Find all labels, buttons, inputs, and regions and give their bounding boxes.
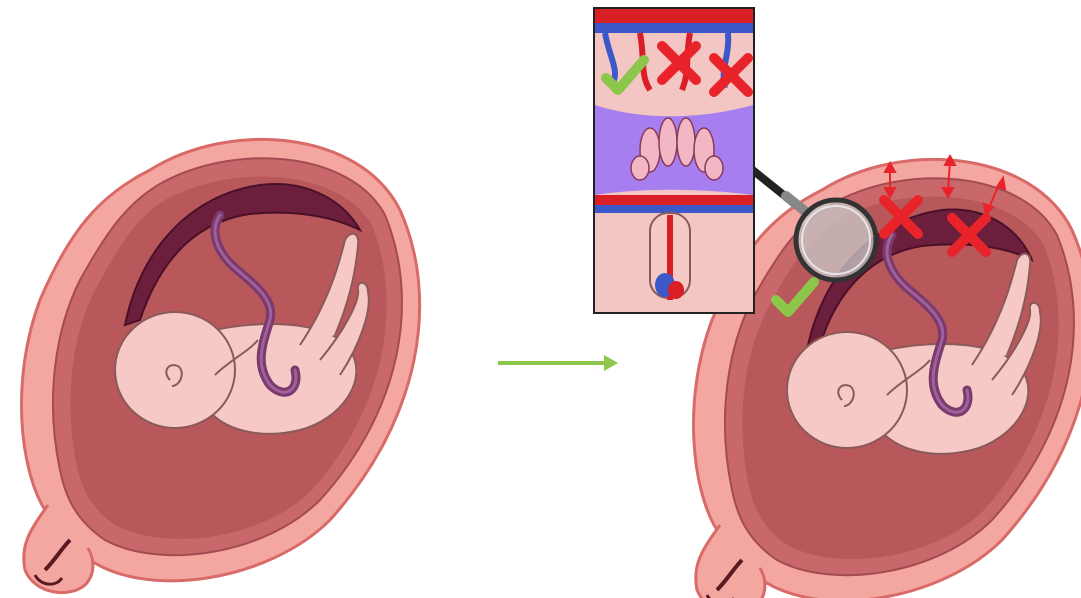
green-arrow-right-icon bbox=[498, 355, 618, 371]
placenta-cross-section-inset bbox=[594, 8, 754, 313]
uterus-before-panel bbox=[21, 139, 419, 592]
